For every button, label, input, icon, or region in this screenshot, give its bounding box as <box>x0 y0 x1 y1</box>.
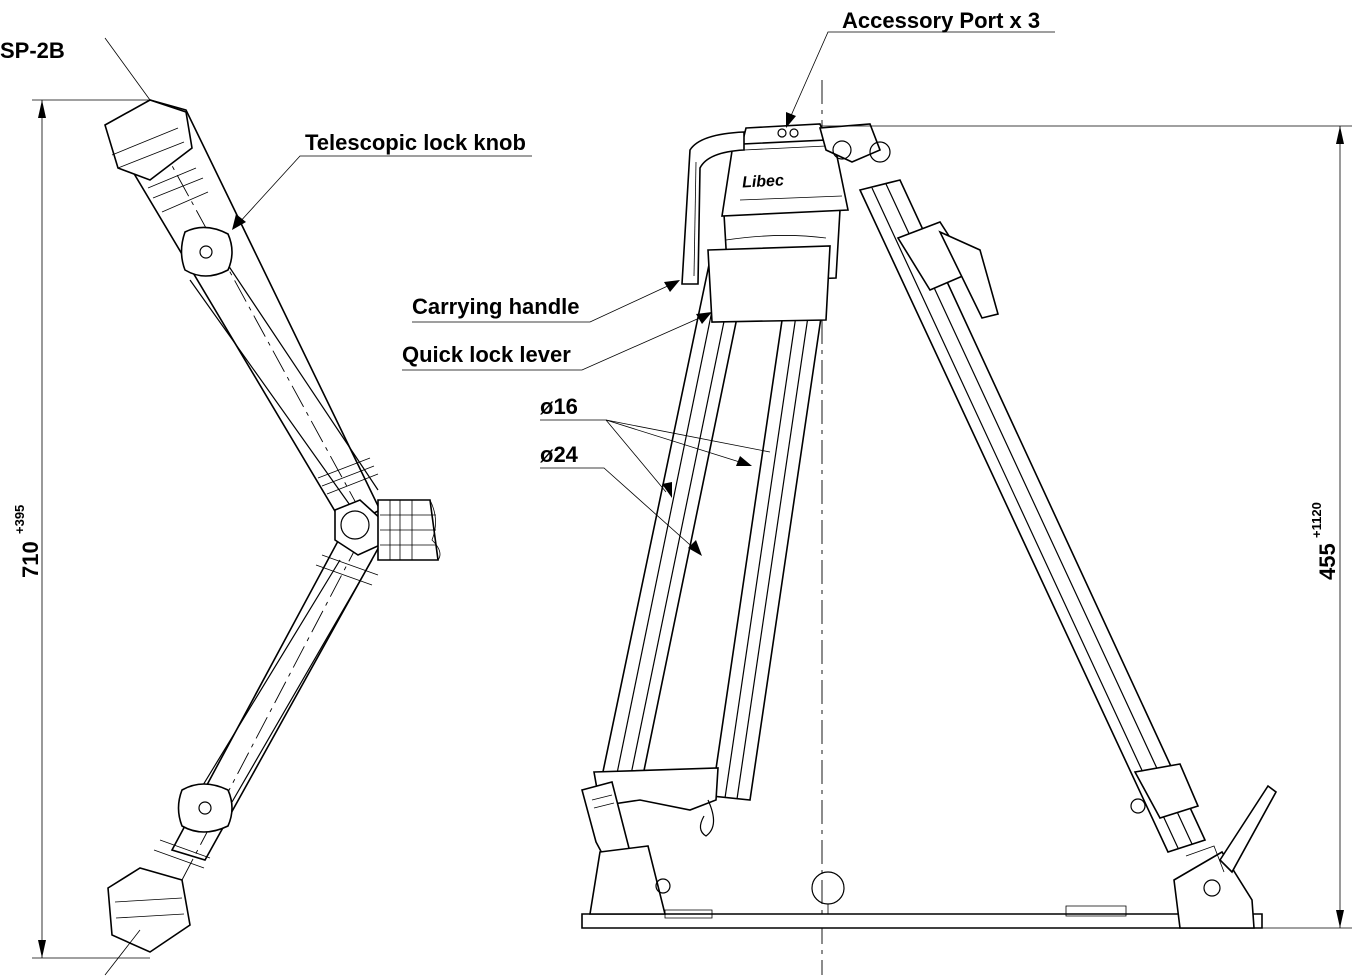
leader-lines <box>232 31 1055 556</box>
model-label: SP-2B <box>0 38 65 63</box>
left-length-value: 710 <box>18 541 43 578</box>
diameter-16-label: ø16 <box>540 394 578 419</box>
tripod-side-view: Libec <box>581 80 1278 975</box>
right-dimension-label: 455 +1120 <box>1309 502 1340 580</box>
carrying-handle-label: Carrying handle <box>412 294 579 319</box>
diameter-24-label: ø24 <box>540 442 579 467</box>
right-dimension <box>822 125 1352 929</box>
left-extension-value: +395 <box>12 505 27 534</box>
left-dimension-label: 710 +395 <box>12 505 43 578</box>
accessory-port-label: Accessory Port x 3 <box>842 8 1040 33</box>
left-dimension <box>32 99 150 959</box>
spreader-top-view <box>104 37 441 976</box>
quick-lock-lever-label: Quick lock lever <box>402 342 571 367</box>
brand-logo: Libec <box>742 172 785 191</box>
telescopic-lock-knob-label: Telescopic lock knob <box>305 130 526 155</box>
right-extension-value: +1120 <box>1309 502 1324 538</box>
right-height-value: 455 <box>1315 543 1340 580</box>
